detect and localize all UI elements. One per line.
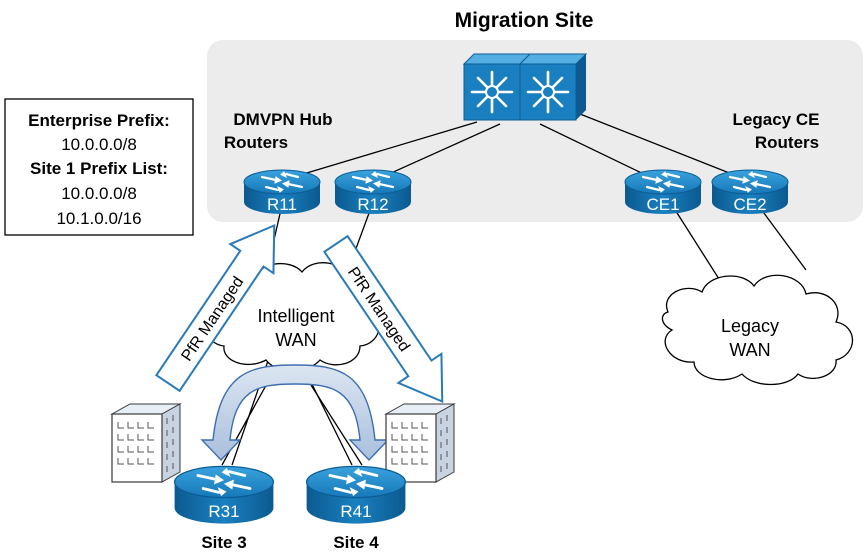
site1-prefix-value: 10.1.0.0/16 [56,209,141,228]
dmvpn-hub-label: Routers [224,133,288,152]
legacy-ce-label: Legacy CE [733,110,820,129]
legacy-ce-label: Routers [755,133,819,152]
dmvpn-hub-label: DMVPN Hub [233,110,332,129]
wan-links [221,204,807,466]
building-icon [111,403,181,483]
site1-prefix-value: 10.0.0.0/8 [61,184,137,203]
legacy-wan-label: WAN [729,340,770,360]
router-label-r31: R31 [208,502,239,521]
site4-label: Site 4 [333,533,379,552]
enterprise-prefix-heading: Enterprise Prefix: [28,111,170,130]
diagram-title: Migration Site [455,9,594,32]
layer3-switch-icon [518,52,588,122]
building-icon [385,403,455,483]
site-path-arrow [200,364,390,462]
site1-prefix-heading: Site 1 Prefix List: [30,159,168,178]
legacy-wan-label: Legacy [721,316,779,336]
router-label-ce2: CE2 [733,195,766,214]
router-label-r41: R41 [340,502,371,521]
site3-label: Site 3 [201,533,246,552]
intelligent-wan-label: WAN [275,330,316,350]
router-label-ce1: CE1 [646,195,679,214]
cloud-icon [661,274,853,386]
router-label-r11: R11 [267,195,297,214]
core-links [289,111,743,179]
prefix-info-box: Enterprise Prefix: 10.0.0.0/8 Site 1 Pre… [4,98,194,236]
router-label-r12: R12 [357,195,388,214]
intelligent-wan-label: Intelligent [257,306,334,326]
enterprise-prefix-value: 10.0.0.0/8 [61,135,137,154]
